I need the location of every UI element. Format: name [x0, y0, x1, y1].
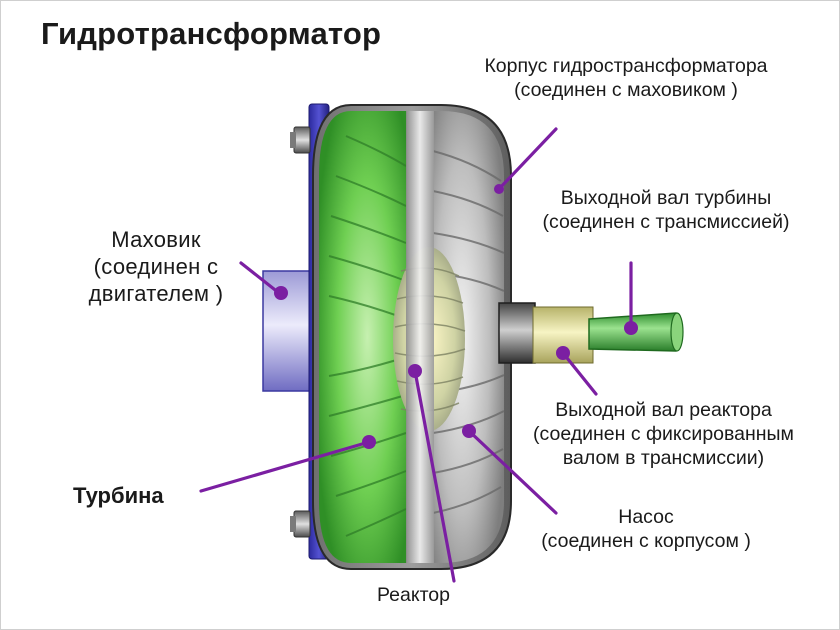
label-flywheel: Маховик (соединен с двигателем ) — [56, 227, 256, 307]
bolt-bottom — [290, 510, 311, 538]
label-housing-line1: Корпус гидространсформатора — [484, 55, 768, 77]
label-pump-line2: (соединен с корпусом ) — [541, 529, 751, 552]
label-flywheel-line1: Маховик — [111, 227, 201, 252]
label-reactor-shaft-line1: Выходной вал реактора — [555, 399, 772, 421]
converter-housing — [312, 104, 512, 570]
label-reactor: Реактор — [377, 584, 450, 606]
leader-housing — [497, 127, 558, 191]
label-turbine-shaft-line2: (соединен с трансмиссией) — [542, 210, 790, 233]
dot-reactor-shaft — [556, 346, 570, 360]
bolt-top — [290, 126, 311, 154]
label-pump-line1: Насос — [618, 506, 674, 528]
diagram-title: Гидротрансформатор — [41, 16, 382, 51]
dot-pump — [462, 424, 476, 438]
label-turbine-shaft: Выходной вал турбины (соединен с трансми… — [501, 187, 831, 235]
label-housing: Корпус гидространсформатора (соединен с … — [426, 55, 826, 103]
dot-turbine — [362, 435, 376, 449]
shaft-collar — [498, 302, 536, 364]
leader-flywheel — [239, 261, 281, 295]
label-reactor-shaft-line3: валом в трансмиссии) — [562, 446, 765, 469]
leader-reactor-shaft — [561, 351, 598, 396]
leader-pump — [467, 429, 558, 515]
leader-turbine — [199, 440, 371, 493]
center-divider — [406, 111, 434, 563]
label-reactor-shaft: Выходной вал реактора (соединен с фиксир… — [491, 399, 836, 470]
dot-reactor — [408, 364, 422, 378]
dot-housing — [494, 184, 504, 194]
dot-turbine-shaft — [624, 321, 638, 335]
label-flywheel-line2: (соединен с — [93, 253, 219, 279]
leader-reactor — [413, 369, 456, 583]
label-turbine: Турбина — [73, 483, 164, 508]
label-housing-line2: (соединен с маховиком ) — [514, 78, 738, 101]
label-reactor-shaft-line2: (соединен с фиксированным — [533, 422, 794, 445]
label-pump: Насос (соединен с корпусом ) — [491, 506, 801, 554]
label-turbine-shaft-line1: Выходной вал турбины — [560, 187, 772, 209]
dot-flywheel — [274, 286, 288, 300]
label-flywheel-line3: двигателем ) — [88, 280, 224, 306]
